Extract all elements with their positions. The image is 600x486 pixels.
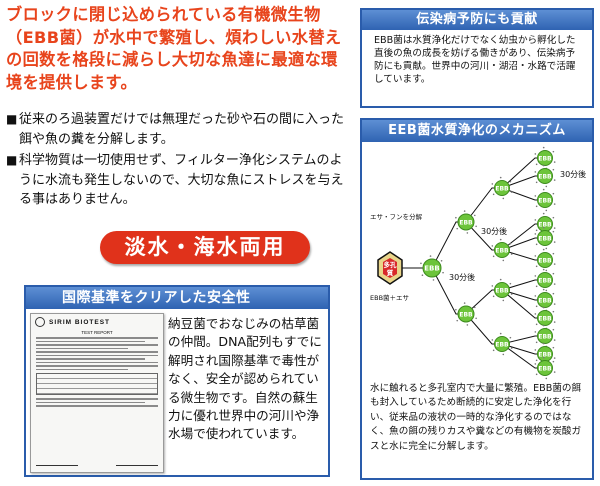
certificate-signatures	[36, 457, 158, 466]
certificate-text-line	[36, 340, 145, 342]
certificate-logo-icon	[35, 317, 45, 327]
bacteria-node-label: EBB	[538, 278, 552, 285]
branch-lines	[402, 157, 545, 369]
certificate-text-line	[36, 361, 158, 363]
bacteria-node-label: EBB	[538, 222, 552, 229]
feature-list: ■ 従来のろ過装置だけでは無理だった砂や石の間に入った餌や魚の糞を分解します。 …	[6, 110, 350, 212]
bacteria-node: EBB	[420, 255, 444, 281]
certificate-text-line	[36, 351, 158, 353]
time-label-1: 30分後	[449, 272, 475, 282]
block-label-top: 多孔	[384, 260, 398, 269]
mechanism-panel-text: 水に触れると多孔室内で大量に繁殖。EBB菌の餌も封入しているため断続的に安定した…	[370, 383, 582, 452]
bacteria-node-label: EBB	[538, 156, 552, 163]
prevention-panel: 伝染病予防にも貢献 EBB菌は水質浄化だけでなく幼虫から孵化した直後の魚の成長を…	[360, 8, 594, 108]
bacteria-node: EBB	[534, 248, 556, 272]
bacteria-node-label: EBB	[538, 352, 552, 359]
bacteria-node: EBB	[534, 288, 556, 312]
bullet-square-icon: ■	[6, 112, 18, 126]
bacteria-node-label: EBB	[495, 288, 509, 295]
bacteria-node: EBB	[455, 210, 477, 234]
porous-block-inner	[383, 258, 397, 278]
certificate-header: SIRIM BIOTEST	[31, 314, 163, 330]
time-label-3: 30分後	[560, 169, 586, 179]
list-item: ■ 科学物質は一切使用せず、フィルター浄化システムのように水流も発生しないので、…	[6, 151, 350, 210]
bacteria-node-label: EBB	[538, 258, 552, 265]
intro-text: ブロックに閉じ込められている有機微生物（EBB菌）が水中で繁殖し、煩わしい水替え…	[6, 5, 342, 92]
certificate-text-line	[36, 344, 158, 346]
bacteria-node: EBB	[534, 356, 556, 380]
certificate-text-line	[36, 347, 128, 349]
bacteria-node: EBB	[534, 226, 556, 250]
safety-panel-text: 納豆菌でおなじみの枯草菌の仲間。DNA配列もすでに解明され国際基準で毒性がなく、…	[168, 316, 322, 442]
bacteria-node-label: EBB	[495, 342, 509, 349]
bacteria-node: EBB	[534, 306, 556, 330]
time-label-2: 30分後	[481, 226, 507, 236]
certificate-text-line	[36, 405, 158, 407]
list-item-text: 従来のろ過装置だけでは無理だった砂や石の間に入った餌や魚の糞を分解します。	[19, 112, 345, 147]
bacteria-node: EBB	[534, 146, 556, 170]
bacteria-node: EBB	[455, 302, 477, 326]
bacteria-node: EBB	[534, 268, 556, 292]
safety-panel: 国際基準をクリアした安全性 SIRIM BIOTEST TEST REPORT …	[24, 285, 330, 477]
certificate-table	[36, 373, 158, 395]
bacteria-node-label: EBB	[538, 174, 552, 181]
bacteria-node-label: EBB	[538, 366, 552, 373]
prevention-panel-title: 伝染病予防にも貢献	[362, 10, 592, 30]
bullet-square-icon: ■	[6, 153, 18, 167]
certificate-text-line	[36, 354, 158, 356]
certificate-heading: TEST REPORT	[81, 330, 113, 335]
safety-panel-title: 国際基準をクリアした安全性	[26, 287, 328, 309]
bacteria-node: EBB	[491, 278, 513, 302]
water-type-badge: 淡水・海水両用	[100, 231, 310, 264]
bacteria-node: EBB	[491, 238, 513, 262]
signature-line	[116, 457, 158, 466]
bacteria-node-label: EBB	[538, 198, 552, 205]
certificate-text-line	[36, 401, 145, 403]
bacteria-node-label: EBB	[459, 312, 473, 319]
bacteria-node-label: EBB	[538, 236, 552, 243]
certificate-image: SIRIM BIOTEST TEST REPORT	[30, 313, 164, 473]
bacteria-node-label: EBB	[538, 334, 552, 341]
bacteria-node: EBB	[534, 164, 556, 188]
bacteria-node-label: EBB	[538, 316, 552, 323]
certificate-text-line	[36, 365, 158, 367]
prevention-panel-text: EBB菌は水質浄化だけでなく幼虫から孵化した直後の魚の成長を妨げる働きがあり、伝…	[374, 35, 576, 85]
certificate-text-line	[36, 368, 128, 370]
bacteria-node-label: EBB	[459, 220, 473, 227]
bacteria-nodes: EBB EBB EBB EBB EBB EBB EBB EBB EBB EBB EBB EBB EBB E…	[420, 146, 556, 380]
mechanism-diagram: EBB EBB EBB EBB EBB EBB EBB EBB EBB EBB EBB EBB EBB E…	[370, 146, 586, 380]
certificate-text-line	[36, 337, 158, 339]
label-input: EBB菌＋エサ	[370, 293, 409, 302]
certificate-text-line	[36, 358, 145, 360]
certificate-org: SIRIM BIOTEST	[49, 318, 111, 326]
label-feed: エサ・フンを分解	[370, 212, 423, 221]
list-item-text: 科学物質は一切使用せず、フィルター浄化システムのように水流も発生しないので、大切…	[19, 153, 344, 207]
bacteria-node: EBB	[534, 324, 556, 348]
mechanism-panel-title: EEB菌水質浄化のメカニズム	[362, 120, 592, 142]
bacteria-node: EBB	[534, 342, 556, 366]
list-item: ■ 従来のろ過装置だけでは無理だった砂や石の間に入った餌や魚の糞を分解します。	[6, 110, 350, 149]
bacteria-node-label: EBB	[495, 248, 509, 255]
bacteria-node: EBB	[491, 332, 513, 356]
certificate-text-line	[36, 398, 158, 400]
bacteria-node-label: EBB	[538, 298, 552, 305]
bacteria-node-label: EBB	[424, 265, 439, 273]
bacteria-node: EBB	[491, 176, 513, 200]
bacteria-node: EBB	[534, 188, 556, 212]
signature-line	[36, 457, 78, 466]
block-label-bottom: 質	[387, 268, 394, 277]
bacteria-node-label: EBB	[495, 186, 509, 193]
